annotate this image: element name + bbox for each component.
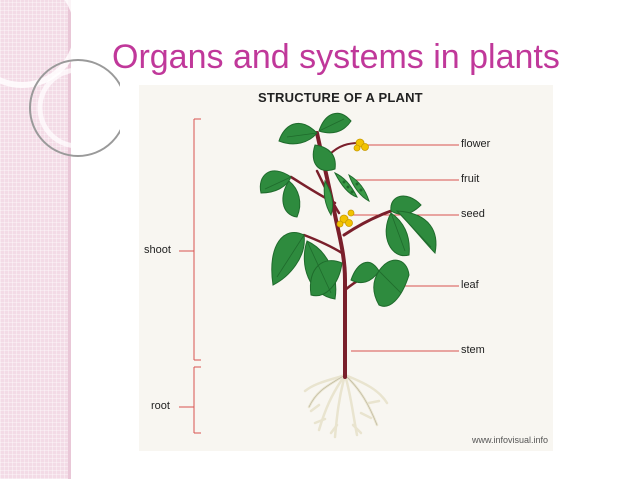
flowers <box>336 138 369 228</box>
slide-title: Organs and systems in plants <box>112 38 560 76</box>
label-leaf: leaf <box>461 279 479 291</box>
label-fruit: fruit <box>461 173 480 185</box>
sidebar-pattern <box>0 0 68 479</box>
leaf-veins <box>264 118 432 294</box>
plant-diagram: STRUCTURE OF A PLANT flower fruit seed l… <box>139 85 553 451</box>
label-flower: flower <box>461 138 491 150</box>
fruit-pods <box>323 171 370 217</box>
image-credit: www.infovisual.info <box>472 435 549 445</box>
bracket-lines <box>179 118 201 434</box>
seed-dots <box>342 180 363 194</box>
label-root: root <box>151 400 170 412</box>
diagram-title: STRUCTURE OF A PLANT <box>258 90 423 105</box>
label-stem: stem <box>461 344 485 356</box>
label-shoot: shoot <box>144 244 171 256</box>
root-outline <box>308 374 378 426</box>
sidebar-edge <box>68 0 71 479</box>
roots <box>303 373 389 439</box>
plant-illustration <box>179 112 459 439</box>
label-seed: seed <box>461 208 485 220</box>
leaves <box>259 112 437 307</box>
